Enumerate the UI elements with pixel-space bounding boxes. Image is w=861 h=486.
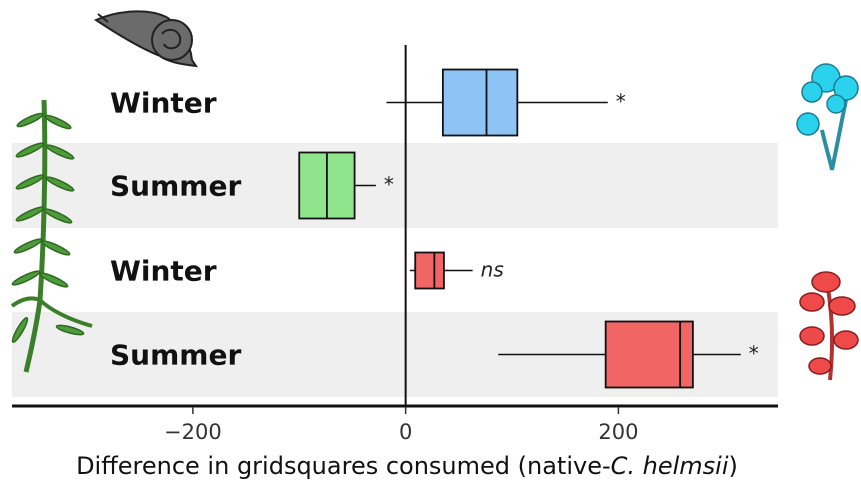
category-label: Summer (110, 339, 241, 372)
x-axis-label: Difference in gridsquares consumed (nati… (76, 452, 738, 480)
x-tick-label: 0 (399, 420, 412, 444)
iqr-box (441, 68, 519, 137)
category-label: Winter (110, 87, 217, 120)
x-axis-label-part: Difference in gridsquares consumed (nati… (76, 452, 611, 480)
x-axis-label-part: ) (729, 452, 738, 480)
box-plots: * * ns * (298, 68, 759, 389)
red-flower-plant-icon (799, 271, 859, 381)
significance-annotation: ns (481, 258, 504, 282)
x-axis-label-part: C. (611, 452, 643, 480)
significance-annotation: * (384, 173, 394, 197)
category-label: Summer (110, 170, 241, 203)
row-band (12, 143, 778, 228)
iqr-box (414, 251, 445, 290)
native-plant-icon (10, 99, 93, 373)
category-label: Winter (110, 255, 217, 288)
x-axis-ticks: −200 0 200 (164, 407, 638, 444)
significance-annotation: * (616, 90, 626, 114)
significance-annotation: * (749, 342, 759, 366)
blue-flower-plant-icon (796, 63, 859, 171)
x-tick-label: 200 (598, 420, 638, 444)
snail-icon (93, 10, 199, 68)
x-tick-label: −200 (164, 420, 222, 444)
iqr-box (604, 320, 694, 389)
x-axis-label-part: helmsii (643, 452, 729, 480)
